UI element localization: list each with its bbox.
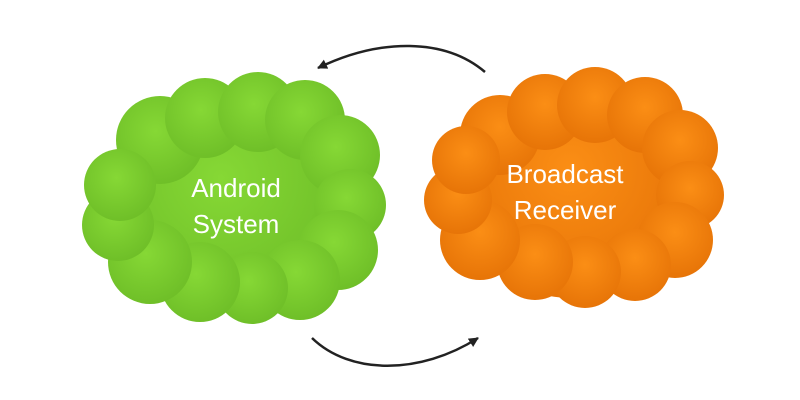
android-system-label: Android System bbox=[136, 170, 336, 242]
android-system-line2: System bbox=[192, 209, 280, 239]
arrow-receiver-to-system bbox=[317, 44, 486, 73]
android-system-line1: Android bbox=[191, 173, 281, 203]
android-system-cloud bbox=[82, 72, 386, 324]
broadcast-receiver-line1: Broadcast bbox=[506, 159, 624, 189]
broadcast-receiver-cloud bbox=[424, 67, 724, 308]
arrow-system-to-receiver bbox=[311, 336, 479, 367]
broadcast-receiver-line2: Receiver bbox=[513, 195, 617, 225]
broadcast-receiver-label: Broadcast Receiver bbox=[465, 156, 665, 228]
